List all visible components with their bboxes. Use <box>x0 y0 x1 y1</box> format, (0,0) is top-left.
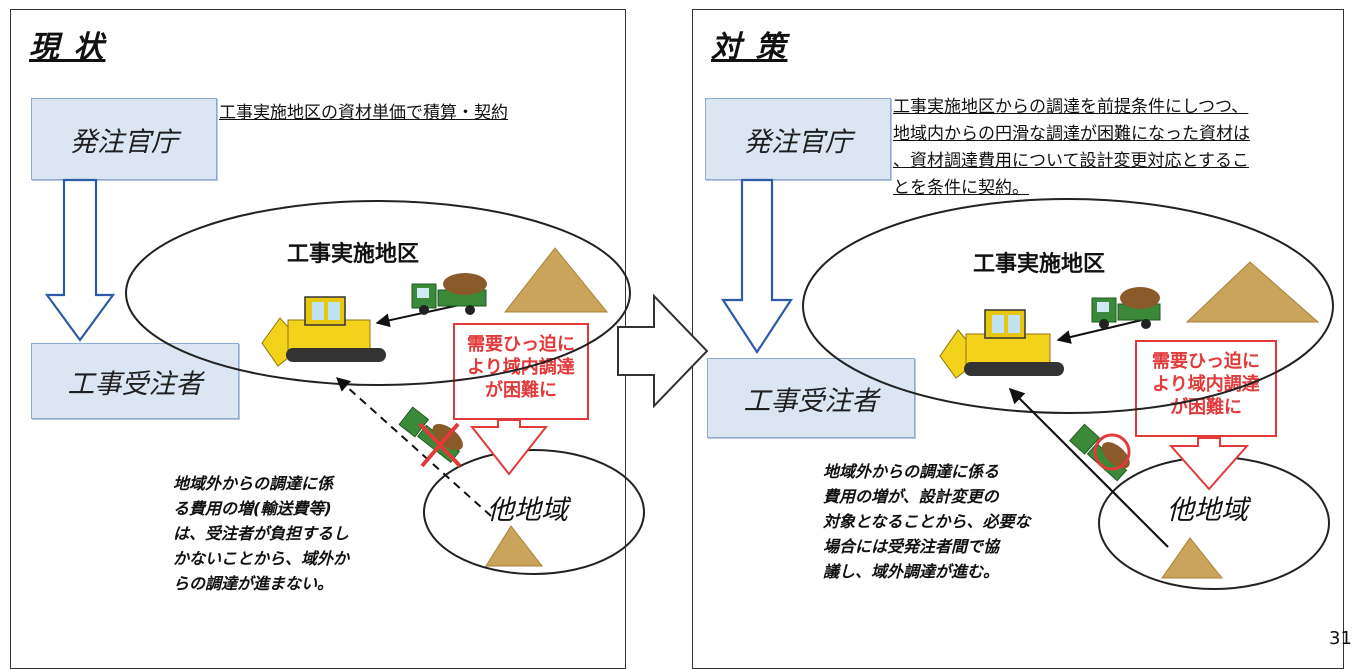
supply-arrow-right <box>1056 319 1143 344</box>
demand-pressure-line: 需要ひっ迫に <box>467 334 575 355</box>
other-region-label-right: 他地域 <box>1167 495 1248 526</box>
countermeasure-panel: 対 策 工事実施地区からの調達を前提条件にしつつ、 地域内からの円滑な調達が困難… <box>692 9 1344 669</box>
cross-mark-icon <box>418 422 462 468</box>
caption-line: かないことから、域外か <box>173 549 350 568</box>
current-situation-panel: 現 状 工事実施地区の資材単価で積算・契約 発注官庁 工事受注者 工事実施地区 … <box>10 9 626 669</box>
note-line: 地域内からの円滑な調達が困難になった資材は <box>893 124 1250 144</box>
other-region-label-left: 他地域 <box>487 495 568 526</box>
caption-line: 費用の増が、設計変更の <box>823 487 999 506</box>
note-line: 工事実施地区からの調達を前提条件にしつつ、 <box>893 97 1249 117</box>
note-line: 、資材調達費用について設計変更対応とするこ <box>893 151 1249 171</box>
caption-line: らの調達が進まない。 <box>173 574 334 593</box>
current-contract-note: 工事実施地区の資材単価で積算・契約 <box>219 103 508 123</box>
countermeasure-contract-note: 工事実施地区からの調達を前提条件にしつつ、 地域内からの円滑な調達が困難になった… <box>893 94 1250 202</box>
material-pile-icon <box>1185 261 1320 323</box>
dump-truck-icon <box>1069 423 1130 482</box>
material-pile-icon <box>1161 537 1224 579</box>
note-line: とを条件に契約。 <box>893 178 1029 198</box>
ordering-agency-box-left: 発注官庁 <box>31 98 217 180</box>
outside-supply-dashed-arrow <box>335 377 492 517</box>
construction-area-ellipse-left <box>125 200 631 386</box>
caption-line: 議し、域外調達が進む。 <box>823 562 1000 581</box>
bulldozer-icon <box>261 296 386 367</box>
demand-pressure-line: より域内調達 <box>467 357 575 378</box>
demand-pressure-line: 需要ひっ迫に <box>1152 351 1260 372</box>
dump-truck-icon <box>1091 287 1161 329</box>
current-situation-caption: 地域外からの調達に係 る費用の増(輸送費等) は、受注者が負担するし かないこと… <box>173 471 349 596</box>
arrow-down-icon <box>1168 437 1250 491</box>
caption-line: 地域外からの調達に係 <box>173 474 334 493</box>
demand-pressure-box-right: 需要ひっ迫に より域内調達 が困難に <box>1135 340 1277 437</box>
caption-line: 場合には受発注者間で協 <box>823 537 1000 556</box>
circle-mark-icon <box>1093 433 1131 471</box>
arrow-down-icon <box>469 419 549 476</box>
caption-line: 対象となることから、必要な <box>823 512 1031 531</box>
bulldozer-icon <box>939 309 1064 379</box>
contractor-box-left: 工事受注者 <box>31 343 239 419</box>
caption-line: る費用の増(輸送費等) <box>173 499 332 518</box>
diagram-graphics <box>44 178 1334 590</box>
construction-area-label-left: 工事実施地区 <box>287 242 420 267</box>
caption-line: は、受注者が負担するし <box>173 524 350 543</box>
dump-truck-icon <box>411 273 487 315</box>
contractor-box-right: 工事受注者 <box>707 358 915 438</box>
ordering-agency-box-right: 発注官庁 <box>705 98 891 180</box>
other-region-ellipse-left <box>423 449 645 575</box>
arrow-right-icon <box>617 293 709 409</box>
arrow-down-icon <box>44 178 116 342</box>
demand-pressure-box-left: 需要ひっ迫に より域内調達 が困難に <box>453 323 589 420</box>
material-pile-icon <box>485 525 544 567</box>
countermeasure-caption: 地域外からの調達に係る 費用の増が、設計変更の 対象となることから、必要な 場合… <box>823 459 1031 584</box>
outside-supply-arrow-right <box>1008 387 1169 548</box>
material-pile-icon <box>503 247 609 313</box>
caption-line: 地域外からの調達に係る <box>823 462 1000 481</box>
construction-area-label-right: 工事実施地区 <box>973 252 1106 277</box>
current-situation-title: 現 状 <box>29 30 106 65</box>
page-number: 31 <box>1329 628 1352 649</box>
countermeasure-title: 対 策 <box>711 30 788 65</box>
demand-pressure-line: が困難に <box>485 380 557 401</box>
arrow-down-icon <box>720 178 794 355</box>
construction-area-ellipse-right <box>802 198 1334 414</box>
